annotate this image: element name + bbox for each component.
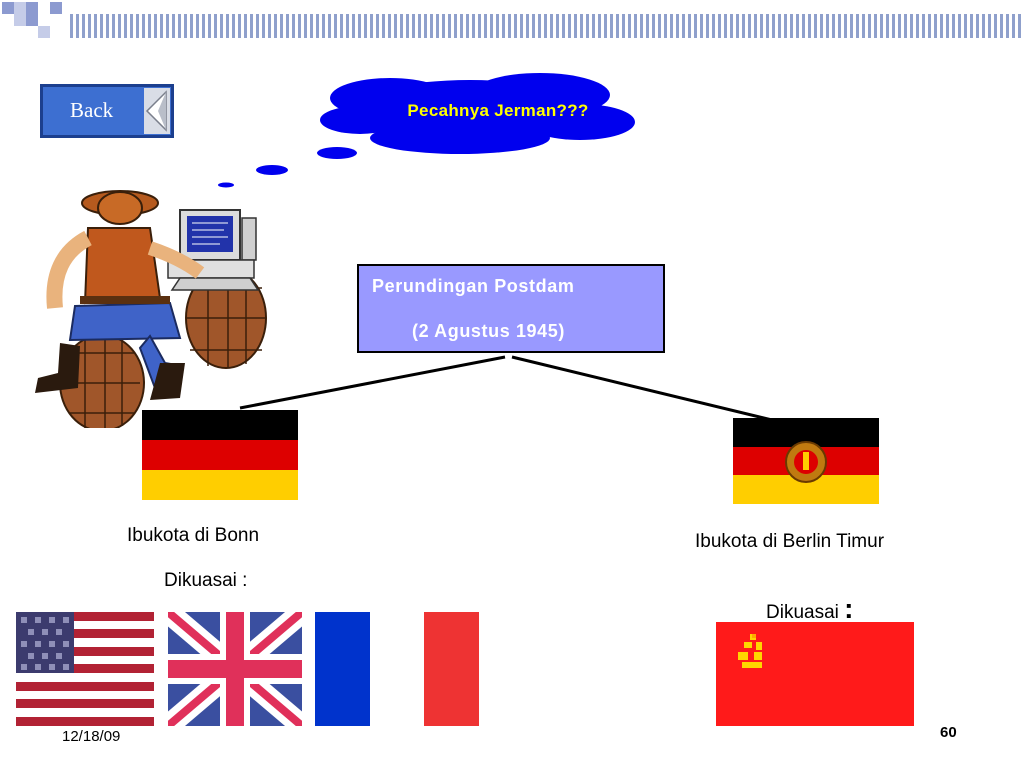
ussr-flag-icon xyxy=(716,622,914,726)
treaty-title: Perundingan Postdam xyxy=(372,276,575,296)
corner-square xyxy=(38,26,50,38)
east-controlled-colon: : xyxy=(844,593,854,624)
west-capital-label: Ibukota di Bonn xyxy=(127,525,260,546)
east-germany-flag-icon xyxy=(733,418,879,504)
usa-flag-icon xyxy=(16,612,154,726)
east-controlled-text: Dikuasai xyxy=(766,602,839,623)
corner-square xyxy=(26,14,38,26)
corner-square xyxy=(50,2,62,14)
back-button[interactable]: Back xyxy=(40,84,174,138)
corner-square xyxy=(14,14,26,26)
slide-number: 60 xyxy=(940,724,957,741)
west-controlled-label: Dikuasai : xyxy=(164,570,248,591)
back-arrow-icon xyxy=(144,88,170,134)
slide-date: 12/18/09 xyxy=(62,728,121,745)
thought-cloud-icon xyxy=(218,73,635,188)
corner-square xyxy=(26,2,38,14)
corner-square xyxy=(2,2,14,14)
thought-text: Pecahnya Jerman??? xyxy=(407,101,589,120)
germany-flag-icon xyxy=(142,410,298,500)
france-flag-icon xyxy=(315,612,480,726)
treaty-date: (2 Agustus 1945) xyxy=(412,321,565,341)
cowboy-computer-clipart xyxy=(35,190,267,428)
back-button-label: Back xyxy=(70,98,114,122)
uk-flag-icon xyxy=(168,612,302,726)
line-to-east xyxy=(511,355,773,422)
line-to-west xyxy=(239,355,506,410)
corner-square xyxy=(14,2,26,14)
east-capital-label: Ibukota di Berlin Timur xyxy=(695,531,885,552)
east-controlled-label: Dikuasai : xyxy=(766,593,853,625)
header-stripe xyxy=(70,14,1024,38)
treaty-box xyxy=(357,264,665,353)
